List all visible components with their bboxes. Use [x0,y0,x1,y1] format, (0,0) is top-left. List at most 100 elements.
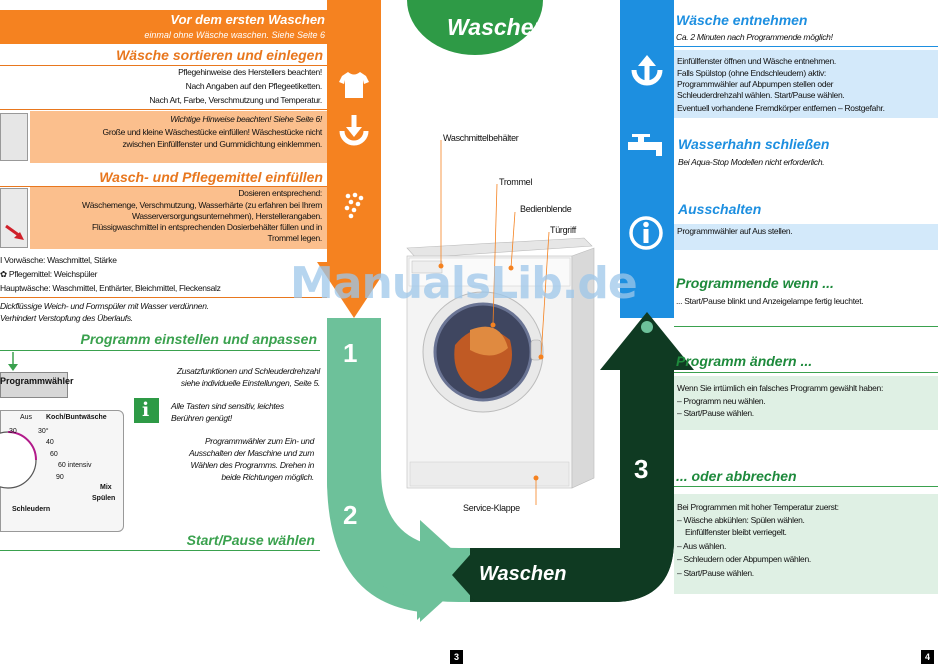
start-title: Start/Pause wählen [186,532,315,548]
step-2: 2 [343,500,358,530]
det-line-5: Trommel legen. [267,233,322,243]
abort-rule [674,486,938,487]
remove-line-5: Eventuell vorhandene Fremdkörper entfern… [677,103,885,113]
sort-title: Wäsche sortieren und einlegen [116,47,323,63]
load-box [30,111,327,163]
det-line-2: Wäschemenge, Verschmutzung, Wasserhärte … [82,200,322,210]
load-line-1: Große und kleine Wäschestücke einfüllen!… [102,127,323,137]
info-line-1: Alle Tasten sind sensitiv, leichtes [171,401,284,411]
selector-label: Programmwähler [0,376,74,386]
washing-machine-illustration [406,140,595,505]
load-illustration [0,113,28,161]
sort-rule [0,65,327,66]
abort-line-6: – Start/Pause wählen. [677,568,754,578]
comp-line-1: I Vorwäsche: Waschmittel, Stärke [0,255,117,265]
top-title: Waschen [447,14,548,40]
abort-line-3: Einfüllfenster bleibt verriegelt. [685,527,787,537]
off-title: Ausschalten [678,201,762,217]
abort-line-1: Bei Programmen mit hoher Temperatur zuer… [677,502,839,512]
page-number-4: 4 [921,650,934,664]
det-line-3: Wasserversorgungsunternehmen), Herstelle… [131,211,322,221]
shirt-icon [339,72,369,98]
info-badge [134,398,159,423]
comp-line-3: Hauptwäsche: Waschmittel, Enthärter, Ble… [0,283,221,293]
extra-line-1: Zusatzfunktionen und Schleuderdrehzahl [176,366,320,376]
dial-30a: 30 [9,428,17,435]
info-letter-icon: i [142,399,150,421]
comp-rule [0,297,327,298]
thick-line-1: Dickflüssige Weich- und Formspüler mit W… [0,301,209,311]
dial-30b: 30° [38,428,49,435]
thick-line-2: Verhindert Verstopfung des Überlaufs. [0,313,133,323]
watermark: ManualsLib.de [290,258,638,309]
det-line-1: Dosieren entsprechend: [238,188,322,198]
remove-line-4: Schleuderdrehzahl wählen. Start/Pause wä… [677,90,845,100]
step-3: 3 [634,454,649,484]
page-number-3: 3 [450,650,463,664]
before-first-wash-banner [0,10,327,44]
load-line-2: zwischen Einfüllfenster und Gummidichtun… [122,139,322,149]
comp-line-2: ✿ Pflegemittel: Weichspüler [0,269,98,279]
sort-rule-2 [0,109,327,110]
extra-line-2: siehe individuelle Einstellungen, Seite … [180,378,320,388]
water-tap-icon [628,134,662,156]
off-line: Programmwähler auf Aus stellen. [677,226,793,236]
abort-line-2: – Wäsche abkühlen: Spülen wählen. [677,515,805,525]
selector-line-2: Ausschalten der Maschine und zum [188,448,314,458]
unload-arrow-icon [631,55,663,86]
selector-line-4: beide Richtungen möglich. [221,472,314,482]
remove-box [674,50,938,118]
start-rule [0,550,320,551]
label-service-flap: Service-Klappe [463,503,520,513]
sort-line-3: Nach Art, Farbe, Verschmutzung und Tempe… [149,95,322,105]
before-sub: einmal ohne Wäsche waschen. Siehe Seite … [144,30,325,40]
change-line-2: – Programm neu wählen. [677,396,766,406]
remove-line-3: Programmwähler auf Abpumpen stellen oder [677,79,834,89]
program-rule [0,350,320,351]
green-arrow-icon [8,352,18,371]
label-detergent-drawer: Waschmittelbehälter [443,133,519,143]
detergent-box [30,187,327,249]
dial-mix: Mix [100,484,112,491]
load-arrow-icon [339,115,369,146]
dial-spuelen: Spülen [92,495,116,502]
dial-koch: Koch/Buntwäsche [46,414,107,421]
end-line: ... Start/Pause blinkt und Anzeigelampe … [676,296,864,306]
change-line-3: – Start/Pause wählen. [677,408,754,418]
bottom-title: Waschen [479,563,567,585]
load-note: Wichtige Hinweise beachten! Siehe Seite … [170,114,322,124]
step-1: 1 [343,338,358,368]
abort-box [674,494,938,594]
remove-line-1: Einfüllfenster öffnen und Wäsche entnehm… [677,56,836,66]
end-title: Programmende wenn ... [676,275,834,291]
program-title: Programm einstellen und anpassen [80,331,317,347]
sort-line-2: Nach Angaben auf den Pflegeetiketten. [185,81,323,91]
detergent-icon [344,192,364,219]
info-line-2: Berühren genügt! [171,413,232,423]
tap-sub: Bei Aqua-Stop Modellen nicht erforderlic… [678,157,825,167]
change-box [674,376,938,430]
change-rule [674,372,938,373]
dial-schleudern: Schleudern [12,506,51,513]
abort-line-4: – Aus wählen. [677,541,727,551]
label-drum: Trommel [499,177,533,187]
selector-line-3: Wählen des Programms. Drehen in [190,460,315,470]
abort-line-5: – Schleudern oder Abpumpen wählen. [677,554,811,564]
dial-60i: 60 intensiv [58,462,92,469]
off-box [674,224,938,250]
program-dial[interactable] [0,410,122,530]
remove-rule [674,46,938,47]
tap-title: Wasserhahn schließen [678,136,830,152]
det-line-4: Flüssigwaschmittel in entsprechenden Dos… [92,222,322,232]
remove-line-2: Falls Spülstop (ohne Endschleudern) akti… [677,68,826,78]
sort-line-1: Pflegehinweise des Herstellers beachten! [178,67,322,77]
det-rule [0,186,327,187]
dial-aus: Aus [20,414,33,421]
remove-sub: Ca. 2 Minuten nach Programmende möglich! [676,32,833,42]
dial-60: 60 [50,451,58,458]
info-icon [629,216,663,250]
abort-title: ... oder abbrechen [676,468,797,484]
selector-label-box [0,372,68,398]
label-door-handle: Türgriff [550,225,576,235]
detergent-title: Wasch- und Pflegemittel einfüllen [99,169,323,185]
